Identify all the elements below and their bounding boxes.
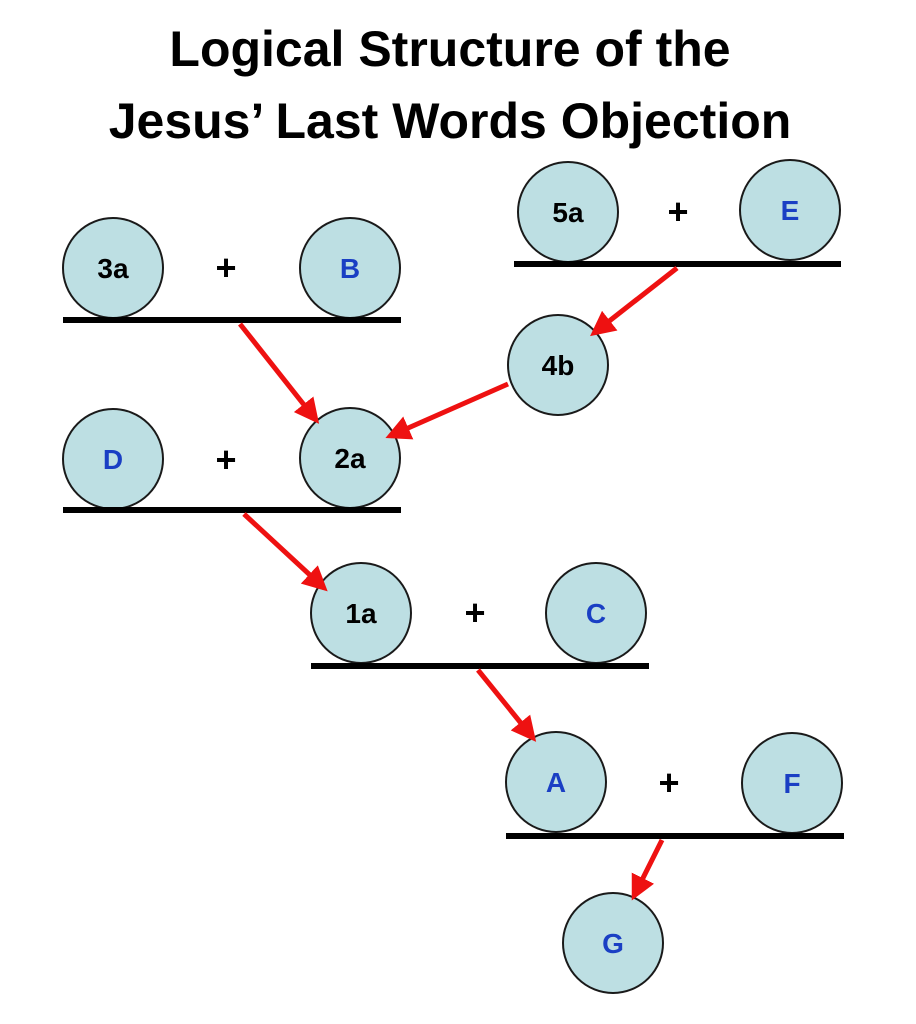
node-5a: 5a [517, 161, 619, 263]
node-1a-label: 1a [345, 598, 377, 629]
node-d: D [62, 408, 164, 510]
node-3a-label: 3a [97, 253, 129, 284]
title-line-1: Logical Structure of the [169, 21, 730, 77]
node-g-label: G [602, 928, 624, 959]
node-a-label: A [546, 767, 566, 798]
plus-sign: + [658, 762, 679, 803]
node-4b: 4b [507, 314, 609, 416]
plus-sign: + [215, 439, 236, 480]
arrow-5aE-to-4b [590, 266, 679, 337]
node-2a-label: 2a [334, 443, 366, 474]
node-3a: 3a [62, 217, 164, 319]
node-e-label: E [781, 195, 800, 226]
node-a: A [505, 731, 607, 833]
node-d-label: D [103, 444, 123, 475]
arrow-1aC-to-A [476, 668, 537, 742]
node-2a: 2a [299, 407, 401, 509]
node-c: C [545, 562, 647, 664]
arrow-AF-to-G [631, 838, 665, 901]
node-e: E [739, 159, 841, 261]
node-c-label: C [586, 598, 606, 629]
node-g: G [562, 892, 664, 994]
arrow-D2a-to-1a [242, 512, 328, 592]
arrow-3aB-to-2a [238, 322, 320, 424]
node-f-label: F [783, 768, 800, 799]
title-line-2: Jesus’ Last Words Objection [109, 93, 792, 149]
node-1a: 1a [310, 562, 412, 664]
node-b-label: B [340, 253, 360, 284]
plus-sign: + [464, 592, 485, 633]
node-4b-label: 4b [542, 350, 575, 381]
node-5a-label: 5a [552, 197, 584, 228]
node-f: F [741, 732, 843, 834]
plus-sign: + [215, 247, 236, 288]
arrow-4b-to-2a [385, 381, 510, 440]
plus-sign: + [667, 191, 688, 232]
node-b: B [299, 217, 401, 319]
